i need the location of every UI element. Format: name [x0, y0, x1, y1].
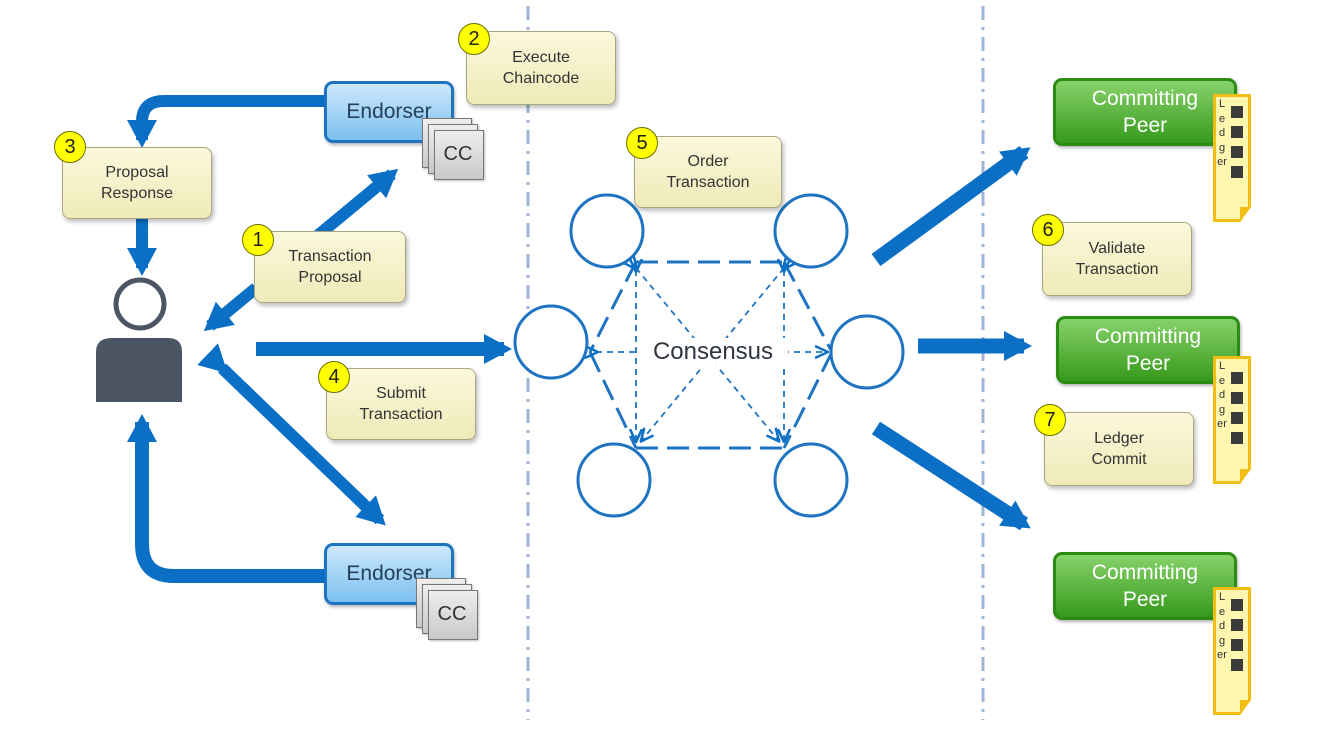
- step-1-box: Transaction Proposal: [254, 231, 406, 303]
- chaincode-stack-1: CC: [420, 118, 490, 188]
- step-4-label: Submit Transaction: [359, 385, 443, 423]
- chaincode-stack-2: CC: [414, 578, 488, 652]
- arrow-to-peer-3: [871, 421, 1031, 531]
- arrow-endorser-to-response: [127, 95, 328, 148]
- orderer-node: [569, 193, 645, 269]
- arrow-client-endorser-2: [197, 343, 386, 526]
- step-5-badge: 5: [626, 127, 658, 159]
- step-6-badge: 6: [1032, 214, 1064, 246]
- arrow-proposal-to-client: [203, 283, 260, 332]
- orderer-node: [773, 442, 849, 518]
- step-1-badge: 1: [242, 224, 274, 256]
- step-1-label: Transaction Proposal: [288, 248, 372, 286]
- orderer-node: [829, 314, 905, 390]
- committing-peer-2: Committing Peer: [1056, 316, 1240, 384]
- committing-peer-1: Committing Peer: [1053, 78, 1237, 146]
- step-3-box: Proposal Response: [62, 147, 212, 219]
- chaincode-label: CC: [437, 603, 467, 625]
- step-6-box: Validate Transaction: [1042, 222, 1192, 296]
- ledger-1: Ledger: [1213, 94, 1251, 222]
- step-6-label: Validate Transaction: [1075, 240, 1159, 278]
- chaincode-label: CC: [443, 143, 473, 165]
- ledger-label: Ledger: [1217, 98, 1227, 168]
- step-5-box: Order Transaction: [634, 136, 782, 208]
- step-4-badge: 4: [318, 361, 350, 393]
- endorser-node-2: Endorser: [324, 543, 454, 605]
- committing-peer-label: Committing Peer: [1091, 561, 1199, 611]
- orderer-node: [773, 193, 849, 269]
- orderer-node: [513, 304, 589, 380]
- step-2-badge: 2: [458, 23, 490, 55]
- committing-peer-label: Committing Peer: [1091, 87, 1199, 137]
- client-user-icon: [96, 277, 182, 402]
- committing-peer-3: Committing Peer: [1053, 552, 1237, 620]
- step-3-label: Proposal Response: [100, 164, 174, 202]
- step-5-label: Order Transaction: [666, 153, 750, 191]
- arrow-endorser-2-to-client: [127, 414, 328, 583]
- step-2-box: Execute Chaincode: [466, 31, 616, 105]
- step-3-badge: 3: [54, 131, 86, 163]
- consensus-label: Consensus: [638, 338, 788, 366]
- endorser-label: Endorser: [346, 100, 432, 123]
- endorser-label: Endorser: [346, 562, 432, 585]
- committing-peer-label: Committing Peer: [1094, 325, 1202, 375]
- step-7-box: Ledger Commit: [1044, 412, 1194, 486]
- consensus-nodes: [513, 193, 905, 518]
- ledger-label: Ledger: [1217, 591, 1227, 661]
- ledger-2: Ledger: [1213, 356, 1251, 484]
- step-4-box: Submit Transaction: [326, 368, 476, 440]
- ledger-label: Ledger: [1217, 360, 1227, 430]
- step-7-label: Ledger Commit: [1091, 430, 1147, 468]
- step-7-badge: 7: [1034, 404, 1066, 436]
- ledger-3: Ledger: [1213, 587, 1251, 715]
- orderer-node: [576, 442, 652, 518]
- step-2-label: Execute Chaincode: [502, 49, 580, 87]
- arrow-to-peer-1: [871, 145, 1031, 267]
